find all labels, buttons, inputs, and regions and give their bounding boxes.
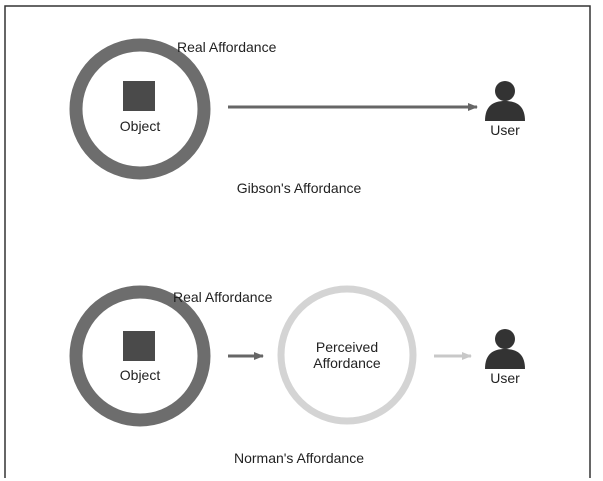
norman-user-label: User [490,370,520,386]
norman-object-square [123,331,155,361]
norman-perceived-label-line2: Affordance [313,355,381,371]
gibson-object-label: Object [120,118,161,134]
norman-real-affordance-label: Real Affordance [173,289,273,305]
frame-border [4,5,591,478]
norman-real-affordance-ring [69,285,211,427]
gibson-object-square [123,81,155,111]
norman-object-label: Object [120,367,161,383]
gibson-section: Object Real Affordance User Gibson's Aff… [69,38,525,196]
gibson-user-icon [485,81,525,121]
norman-perceived-affordance-ring [277,285,417,425]
gibson-caption: Gibson's Affordance [237,180,362,196]
gibson-real-affordance-ring [69,38,211,180]
norman-section: Object Real Affordance Perceived Afforda… [69,285,525,466]
gibson-real-affordance-label: Real Affordance [177,39,277,55]
norman-caption: Norman's Affordance [234,450,364,466]
norman-perceived-label-line1: Perceived [316,339,378,355]
norman-user-icon [485,329,525,369]
gibson-user-label: User [490,122,520,138]
